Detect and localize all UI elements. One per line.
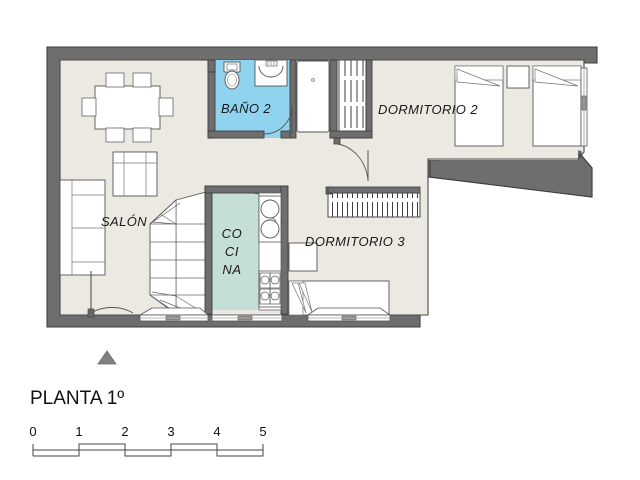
single-bed-right xyxy=(532,65,582,147)
windows-bottom-wall xyxy=(138,307,392,322)
armchair-icon xyxy=(112,151,158,197)
wardrobe-dormitorio3 xyxy=(327,192,421,218)
scale-tick-0: 0 xyxy=(29,424,36,439)
bathroom-fixtures xyxy=(223,59,330,135)
nightstand-d3 xyxy=(288,242,318,272)
room-label-cocina-line3: NA xyxy=(222,262,241,277)
scale-bar: 0 1 2 3 4 5 xyxy=(29,424,267,457)
stove-icon xyxy=(258,270,282,308)
room-label-dormitorio2: DORMITORIO 2 xyxy=(378,102,478,117)
scale-tick-4: 4 xyxy=(213,424,220,439)
bathtub-icon xyxy=(296,60,330,133)
entrance-arrow xyxy=(97,350,117,365)
sofa-icon xyxy=(59,179,106,276)
wall-bath-right xyxy=(329,59,338,139)
kitchen-sink-icon xyxy=(258,195,282,243)
window-right-wall xyxy=(580,67,588,147)
scale-bar-graphic xyxy=(32,443,264,457)
room-cocina xyxy=(204,185,289,315)
entrance-door xyxy=(87,271,134,318)
room-bano2 xyxy=(200,59,297,139)
page-title: PLANTA 1º xyxy=(30,388,124,409)
room-label-dormitorio3: DORMITORIO 3 xyxy=(305,234,405,249)
bathroom-door xyxy=(263,105,293,135)
room-label-bano2: BAÑO 2 xyxy=(221,101,271,116)
scale-tick-5: 5 xyxy=(259,424,266,439)
room-label-salon: SALÓN xyxy=(101,214,147,229)
wardrobe-dormitorio2 xyxy=(338,59,367,139)
single-bed-left xyxy=(454,65,504,147)
door-dormitorio2 xyxy=(333,137,369,181)
scale-tick-2: 2 xyxy=(121,424,128,439)
beds-dormitorio2 xyxy=(454,65,582,147)
window-cocina xyxy=(211,314,283,322)
nightstand xyxy=(506,65,530,89)
scale-tick-1: 1 xyxy=(75,424,82,439)
window-salon xyxy=(138,307,210,322)
dining-table-icon xyxy=(81,72,174,143)
washbasin-icon xyxy=(254,59,288,87)
toilet-icon xyxy=(223,61,241,90)
room-label-cocina-line1: CO xyxy=(222,226,243,241)
wall-wardrobe-d2-right xyxy=(329,59,373,139)
window-dormitorio3 xyxy=(306,307,392,322)
room-label-cocina-line2: CI xyxy=(225,244,239,259)
scale-tick-3: 3 xyxy=(167,424,174,439)
